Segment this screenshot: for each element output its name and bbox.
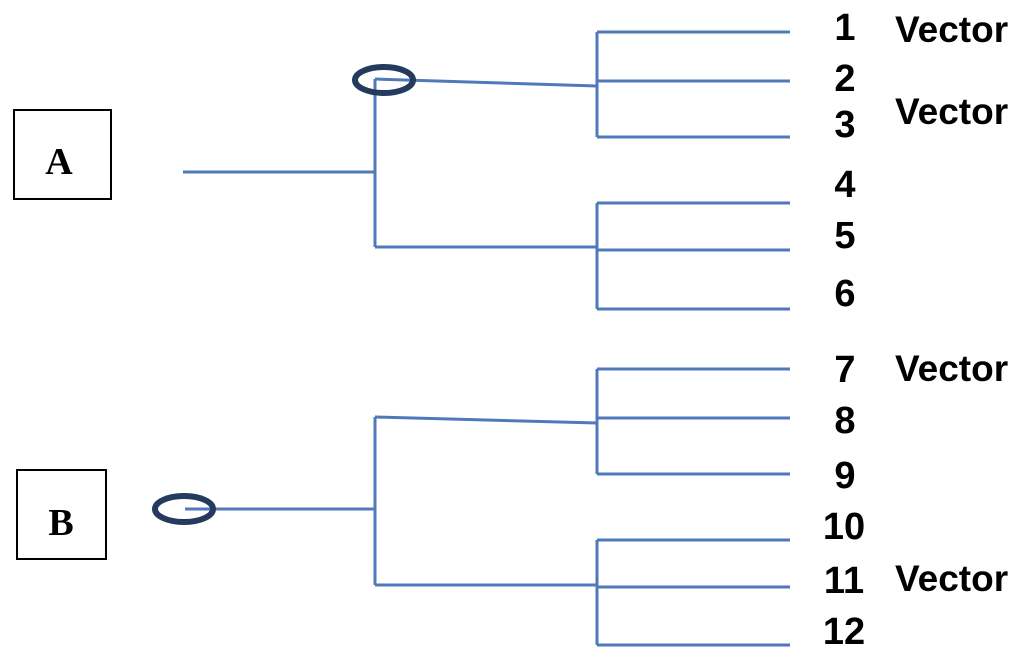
tree-a: A 1 2 3 4 5 6 — [13, 7, 856, 315]
leaf-label-6: 6 — [834, 273, 855, 315]
leaf-label-1: 1 — [834, 7, 855, 49]
tree-b: B 7 8 9 10 11 12 — [16, 349, 865, 653]
leaf-label-4: 4 — [834, 164, 855, 206]
leaf-label-5: 5 — [834, 215, 855, 257]
tree-b-box — [16, 469, 107, 560]
tree-a-label: A — [45, 141, 73, 183]
tree-b-oval-marker — [152, 493, 216, 525]
vector-label-leaves-2-3: Vector — [895, 91, 1008, 132]
leaf-label-10: 10 — [823, 506, 865, 548]
vector-label-leaf-7: Vector — [895, 348, 1008, 389]
vector-annotations: Vector Vector Vector Vector — [895, 9, 1008, 599]
leaf-label-11: 11 — [824, 560, 864, 602]
leaf-label-12: 12 — [823, 611, 865, 653]
leaf-label-2: 2 — [834, 58, 855, 100]
leaf-label-8: 8 — [834, 400, 855, 442]
vector-label-leaf-1: Vector — [895, 9, 1008, 50]
tree-a-oval-marker — [352, 64, 416, 96]
leaf-label-3: 3 — [834, 104, 855, 146]
leaf-label-7: 7 — [834, 349, 855, 391]
tree-b-upper-connector — [374, 415, 598, 425]
tree-a-box — [13, 109, 112, 200]
vector-label-leaf-11: Vector — [895, 558, 1008, 599]
tree-b-label: B — [48, 502, 73, 544]
leaf-label-9: 9 — [834, 455, 855, 497]
